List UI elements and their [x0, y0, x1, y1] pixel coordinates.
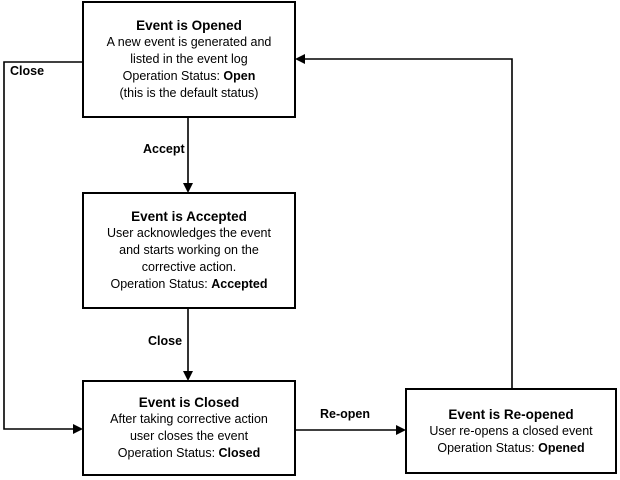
state-closed: Event is Closed After taking corrective …	[82, 380, 296, 476]
status-label: Operation Status:	[437, 440, 539, 455]
state-opened-status: Operation Status: Open	[88, 68, 290, 85]
transition-label-accept: Accept	[143, 142, 185, 156]
status-value: Open	[223, 69, 256, 83]
state-opened-note: (this is the default status)	[119, 86, 259, 100]
state-opened: Event is Opened A new event is generated…	[82, 1, 296, 118]
state-accepted-title: Event is Accepted	[131, 209, 247, 224]
arrow-reopened-to-opened	[295, 54, 513, 388]
state-accepted-desc-1: User acknowledges the event	[107, 226, 271, 240]
transition-label-close-from-opened: Close	[10, 64, 45, 78]
state-reopened-title: Event is Re-opened	[448, 406, 574, 422]
state-accepted-desc-3: corrective action.	[141, 260, 237, 274]
state-closed-title: Event is Closed	[138, 395, 240, 410]
status-value: Closed	[218, 446, 261, 460]
status-value: Opened	[538, 440, 585, 455]
state-closed-desc-1: After taking corrective action	[110, 412, 268, 426]
status-label: Operation Status:	[117, 446, 219, 460]
state-reopened-desc-1: User re-opens a closed event	[429, 423, 593, 438]
state-opened-desc-1: A new event is generated and	[106, 35, 272, 49]
arrow-close-from-opened	[3, 61, 83, 434]
transition-label-close-from-accepted: Close	[148, 334, 183, 348]
state-reopened: Event is Re-opened User re-opens a close…	[405, 388, 617, 474]
status-label: Operation Status:	[122, 69, 224, 83]
state-reopened-status: Operation Status: Opened	[411, 440, 611, 457]
state-accepted-desc-2: and starts working on the	[119, 243, 259, 257]
status-label: Operation Status:	[110, 277, 212, 291]
state-opened-title: Event is Opened	[136, 18, 242, 33]
state-closed-status: Operation Status: Closed	[88, 445, 290, 462]
status-value: Accepted	[211, 277, 268, 291]
state-opened-desc-2: listed in the event log	[130, 52, 248, 66]
state-closed-desc-2: user closes the event	[129, 429, 249, 443]
state-accepted: Event is Accepted User acknowledges the …	[82, 192, 296, 309]
state-accepted-status: Operation Status: Accepted	[88, 276, 290, 293]
transition-label-reopen: Re-open	[320, 407, 370, 421]
